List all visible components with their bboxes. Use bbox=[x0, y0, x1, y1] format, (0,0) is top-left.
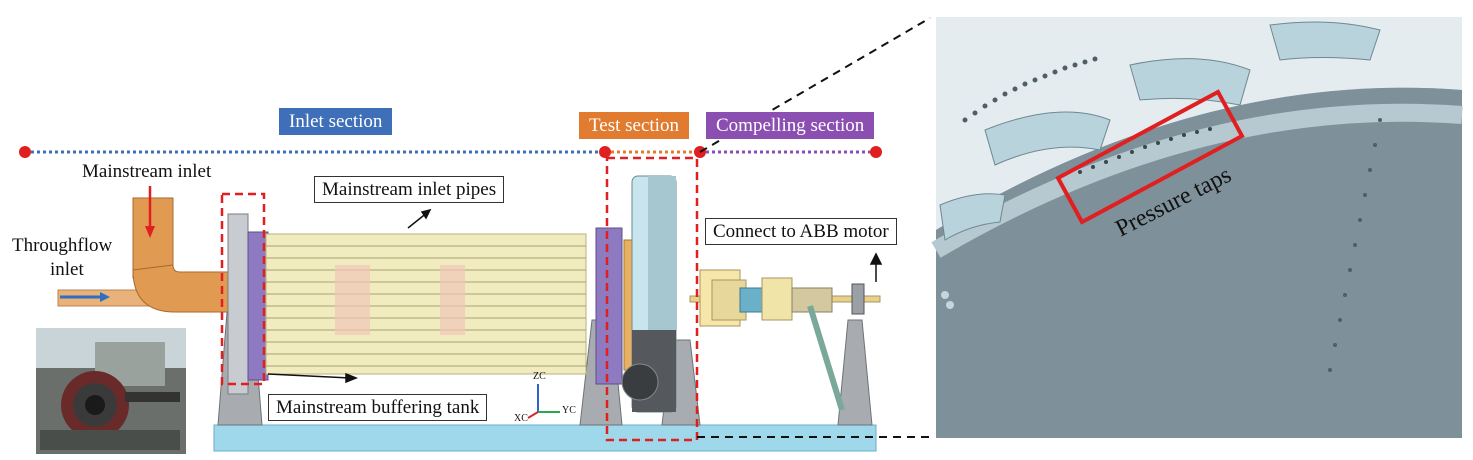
axis-triad bbox=[527, 384, 560, 419]
base-plate bbox=[213, 424, 877, 452]
mainstream-inlet-label: Mainstream inlet bbox=[82, 161, 212, 182]
inlet-pipe-bundle bbox=[265, 233, 587, 375]
axis-z-label: ZC bbox=[533, 371, 546, 382]
buffer-highlight-box bbox=[220, 192, 266, 386]
leader-arrows bbox=[267, 208, 883, 384]
drive-shaft bbox=[689, 269, 881, 411]
connect-motor-label: Connect to ABB motor bbox=[705, 218, 897, 245]
inlet-pipes-label: Mainstream inlet pipes bbox=[314, 176, 505, 203]
inlet-section-badge: Inlet section bbox=[279, 108, 393, 135]
axis-y-label: YC bbox=[562, 405, 576, 416]
compelling-section-badge: Compelling section bbox=[706, 112, 875, 139]
buffer-tank bbox=[247, 231, 269, 381]
test-highlight-box bbox=[605, 156, 699, 442]
pressure-taps-box bbox=[1055, 89, 1245, 225]
test-section-disk bbox=[621, 175, 677, 413]
axis-x-label: XC bbox=[514, 413, 528, 424]
throughflow-inlet-label-line2: inlet bbox=[50, 259, 84, 280]
throughflow-inlet-label-line1: Throughflow bbox=[12, 235, 113, 256]
rig-photo bbox=[36, 328, 186, 454]
test-section-badge: Test section bbox=[579, 112, 689, 139]
zoom-detail-panel bbox=[931, 17, 1463, 438]
mainstream-elbow bbox=[132, 197, 241, 313]
rear-flange bbox=[595, 227, 623, 385]
front-flange bbox=[227, 213, 249, 395]
buffering-tank-label: Mainstream buffering tank bbox=[268, 394, 488, 421]
section-timeline bbox=[19, 146, 882, 158]
